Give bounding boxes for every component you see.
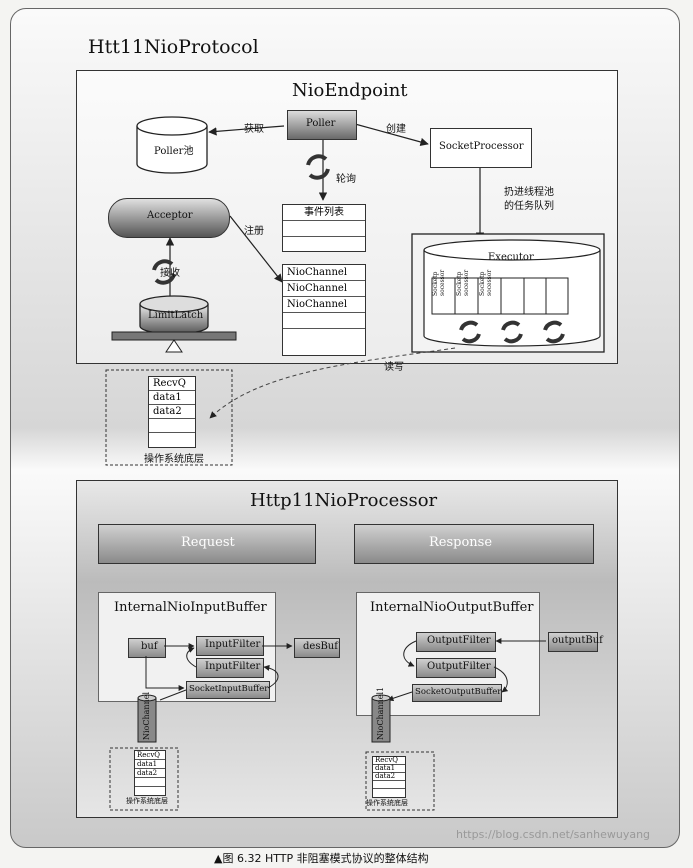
os-buffer-label: 操作系统底层 — [144, 454, 204, 465]
poll-cycle-icon — [306, 154, 330, 180]
os-buffer-table: RecvQ data1 data2 — [148, 376, 196, 448]
small-os-table-left: RecvQ data1 data2 — [134, 750, 166, 796]
response-bar: Response — [354, 524, 594, 564]
output-buffer-title: InternalNioOutputBuffer — [370, 600, 534, 615]
input-buffer-title: InternalNioInputBuffer — [114, 600, 267, 615]
small-os-table-right: RecvQ data1 data2 — [372, 756, 406, 798]
output-filter-1: OutputFilter — [416, 632, 496, 652]
acceptor-box[interactable]: Acceptor — [108, 198, 230, 238]
limit-latch-cylinder — [139, 295, 209, 335]
event-list-header: 事件列表 — [283, 205, 365, 221]
request-bar: Request — [98, 524, 316, 564]
buf-box: buf — [128, 638, 166, 658]
receive-cycle-icon — [152, 259, 176, 285]
latch-triangle — [165, 339, 183, 353]
event-list: 事件列表 — [282, 204, 366, 252]
edge-register — [229, 215, 283, 283]
nio-channel-left-label: NioChannel — [142, 691, 151, 740]
edge-fetch — [208, 125, 285, 136]
edge-label-fetch: 获取 — [244, 124, 264, 135]
os-buffer-row: data1 — [149, 391, 195, 405]
event-list-row — [283, 221, 365, 237]
nio-channel-row: NioChannel — [283, 281, 365, 297]
processor-title: Http11NioProcessor — [250, 490, 438, 511]
nio-channel-row: NioChannel — [283, 265, 365, 281]
small-os-label-left: 操作系统底层 — [126, 797, 168, 805]
nio-channel-row: NioChannel — [283, 297, 365, 313]
edge-label-poll: 轮询 — [336, 174, 356, 185]
edge-label-read-write: 读写 — [384, 362, 404, 373]
poller-pool-cylinder — [136, 116, 208, 174]
os-buffer-row: RecvQ — [149, 377, 195, 391]
edge-label-push-queue: 扔进线程池 的任务队列 — [504, 187, 554, 212]
executor-label: Executor — [488, 252, 534, 263]
nio-channel-right-cylinder — [371, 694, 391, 743]
output-buf-box: outputBuf — [548, 632, 603, 652]
os-buffer-row: data2 — [149, 405, 195, 419]
small-os-label-right: 操作系统底层 — [366, 799, 408, 807]
figure-caption: ▲图 6.32 HTTP 非阻塞模式协议的整体结构 — [214, 852, 429, 865]
edge-create — [354, 123, 429, 147]
socket-output-buffer: SocketOutputBuffer — [412, 684, 502, 702]
nio-channel-row — [283, 313, 365, 329]
edge-label-create: 创建 — [386, 124, 406, 135]
edge-label-register: 注册 — [244, 226, 264, 237]
os-buffer-row — [149, 419, 195, 433]
worker-cycle-icon — [459, 320, 481, 344]
socket-input-buffer: SocketInputBuffer — [186, 681, 270, 699]
poller-box[interactable]: Poller — [287, 110, 357, 140]
outer-title: Htt11NioProtocol — [88, 36, 259, 58]
os-buffer-dashed — [105, 369, 233, 466]
watermark: https://blog.csdn.net/sanhewuyang — [456, 828, 651, 841]
limit-latch-label: LimitLatch — [148, 310, 204, 321]
nio-channel-left-cylinder — [137, 694, 157, 743]
nio-channel-list: NioChannel NioChannel NioChannel — [282, 264, 366, 356]
edge-label-receive: 接收 — [160, 268, 180, 279]
poller-pool-label: Poller池 — [154, 146, 194, 157]
worker-cycle-icon — [543, 320, 565, 344]
nio-endpoint-title: NioEndpoint — [292, 80, 408, 101]
socket-processor-box[interactable]: SocketProcessor — [430, 128, 532, 168]
des-buf-box: desBuf — [294, 638, 340, 658]
nio-channel-right-label: NioChannel1 — [376, 686, 385, 740]
worker-cycle-icon — [501, 320, 523, 344]
